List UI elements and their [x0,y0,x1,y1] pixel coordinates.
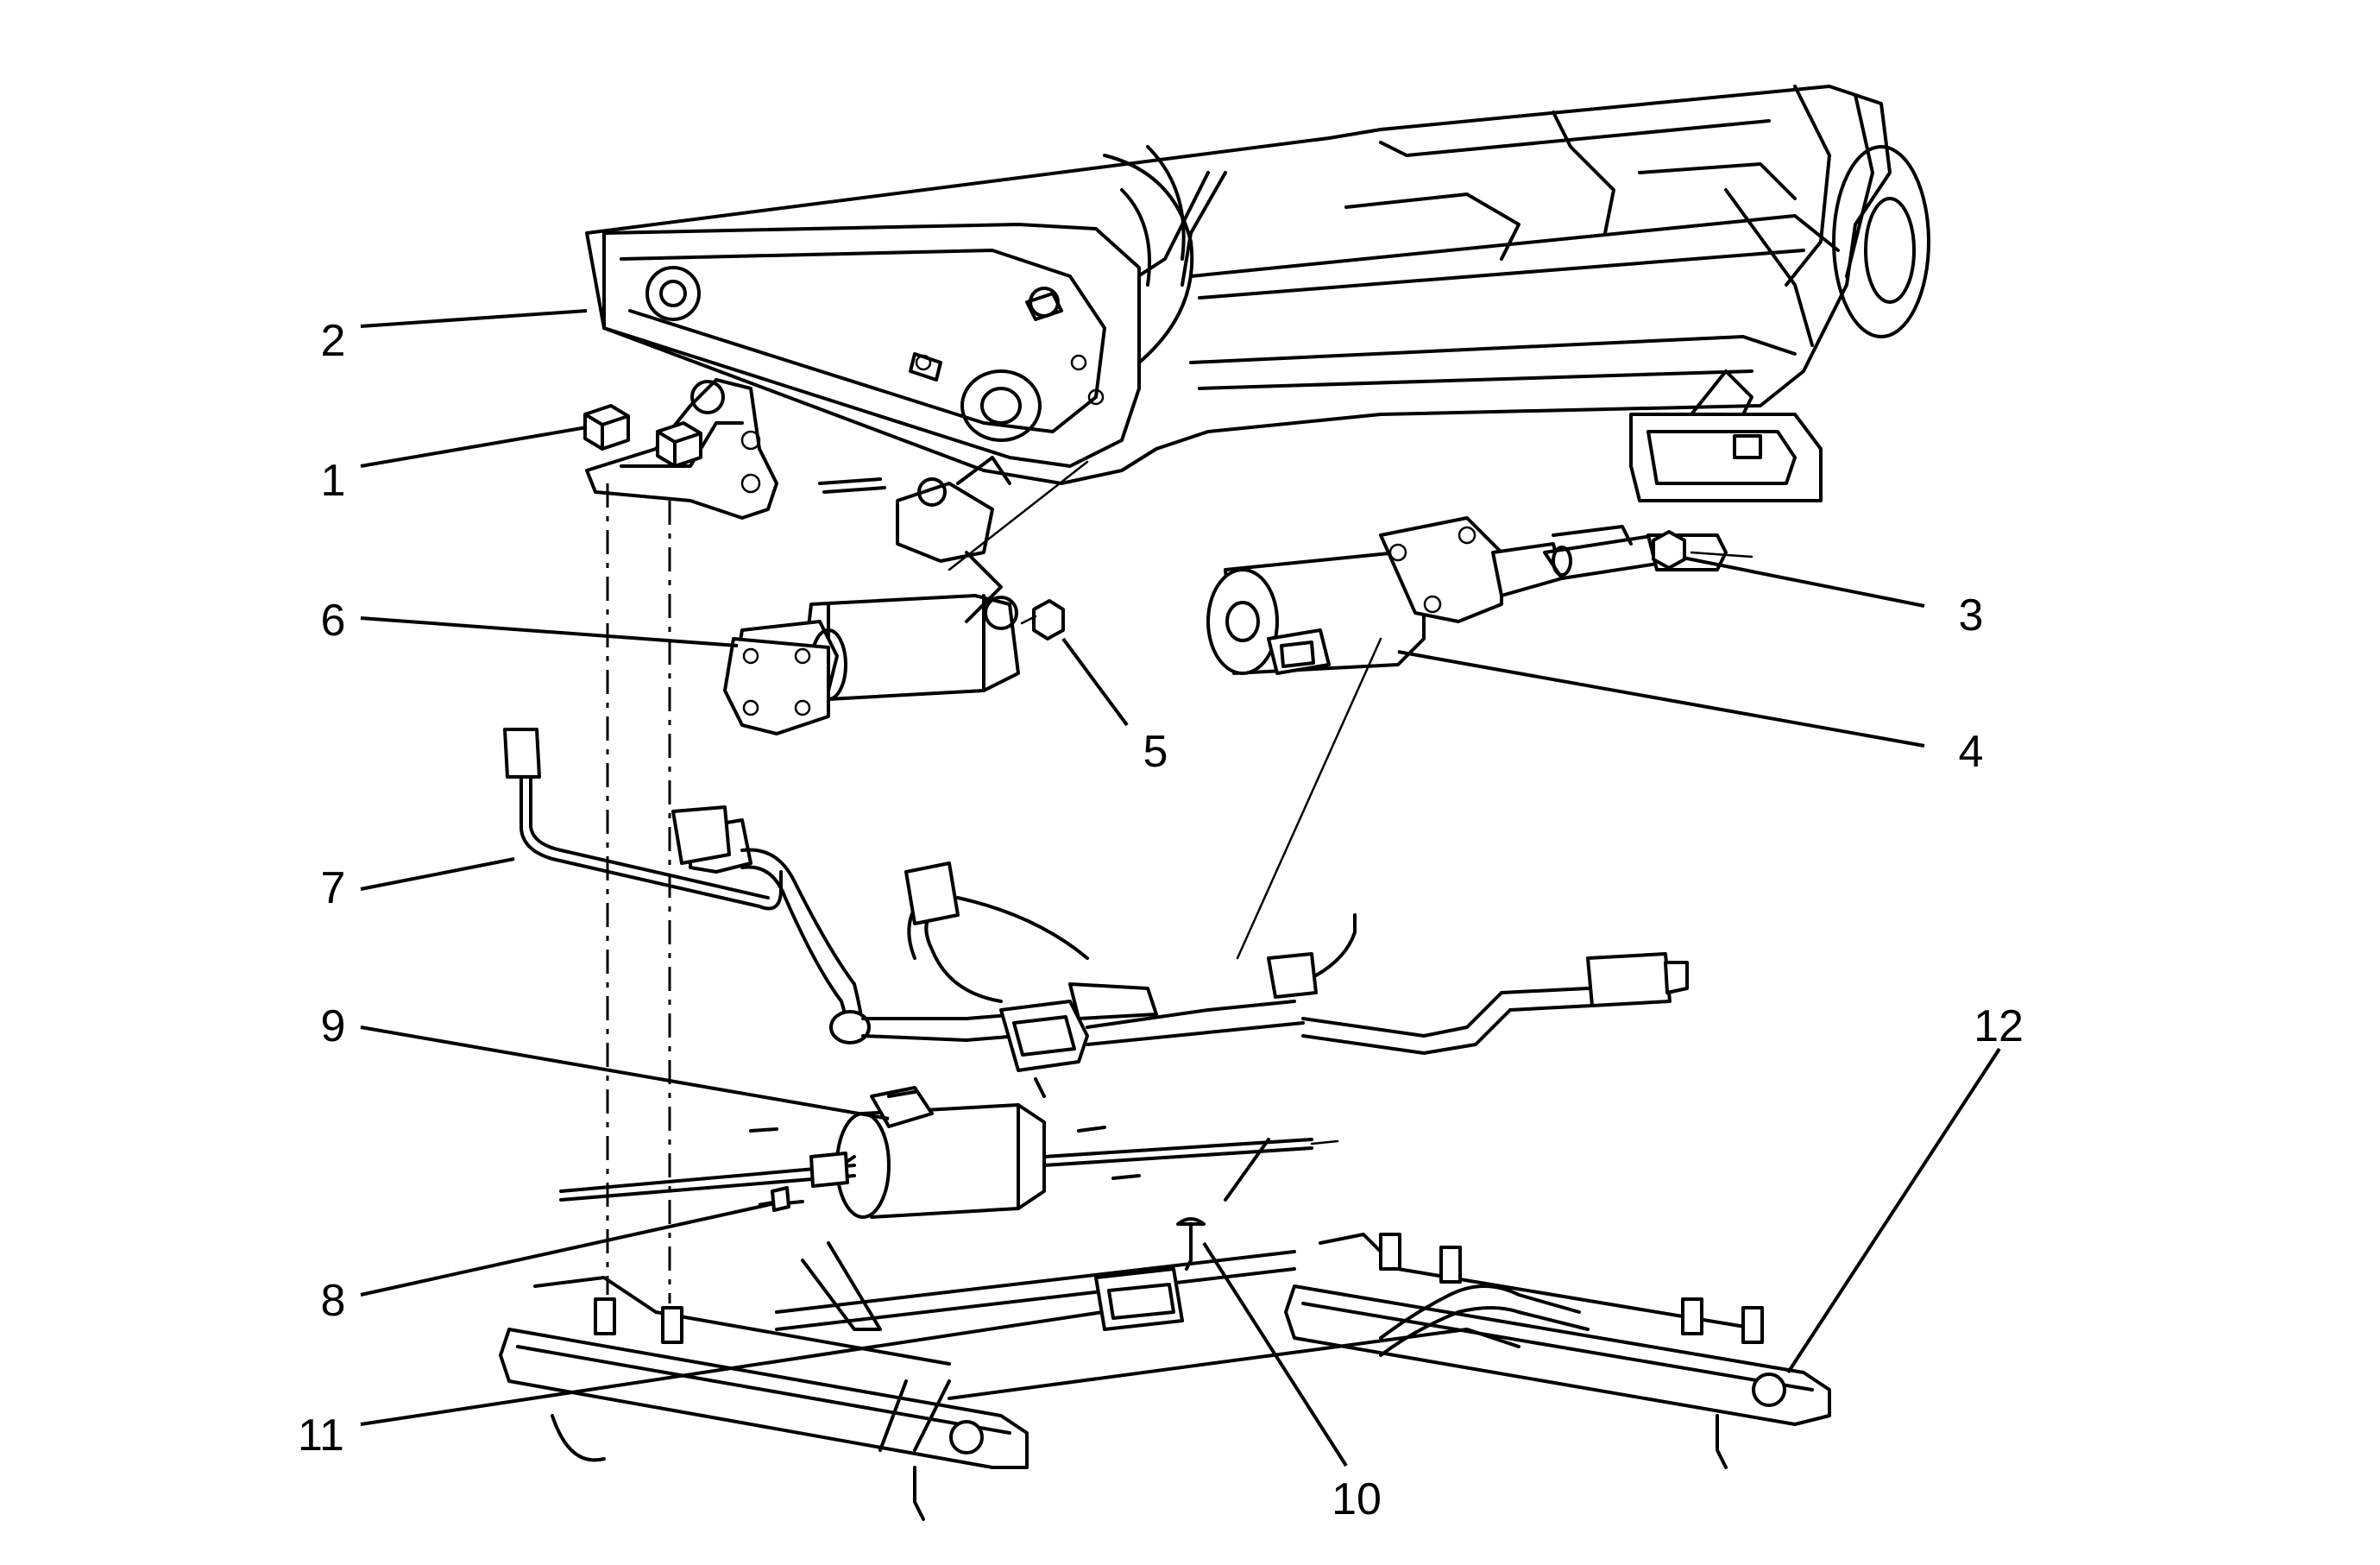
callout-7: 7 [321,863,346,913]
height-motor [1206,516,1728,675]
nut-3 [1652,530,1754,570]
recline-motor [723,456,1020,735]
callout-8: 8 [321,1276,346,1326]
callout-6: 6 [321,596,346,646]
horizontal-motor [559,1086,1339,1219]
nut-1a [583,404,630,451]
callout-5: 5 [1143,727,1168,777]
callout-3: 3 [1959,590,1984,641]
track-cross-tubes [775,1241,1590,1452]
nut-1b [656,421,702,468]
callout-leaders [360,309,2001,1467]
seat-frame [585,85,1930,502]
callout-12: 12 [1974,1001,2024,1051]
callout-11: 11 [298,1410,344,1461]
callout-2: 2 [321,316,346,366]
callout-4: 4 [1959,727,1984,777]
callout-1: 1 [321,456,346,506]
seat-track-left [499,1276,1029,1521]
push-pin-10 [1176,1138,1270,1271]
harness-connector-11 [1094,1267,1184,1331]
callout-9: 9 [321,1001,346,1051]
seat-track-right [1284,1233,1831,1469]
callout-10: 10 [1332,1474,1382,1524]
callout-labels: 1 2 3 4 5 6 7 8 9 10 11 12 [298,316,2024,1524]
alignment-lines [606,483,671,1303]
wiring-harness [503,728,1689,1098]
bolt-5 [1020,599,1065,641]
